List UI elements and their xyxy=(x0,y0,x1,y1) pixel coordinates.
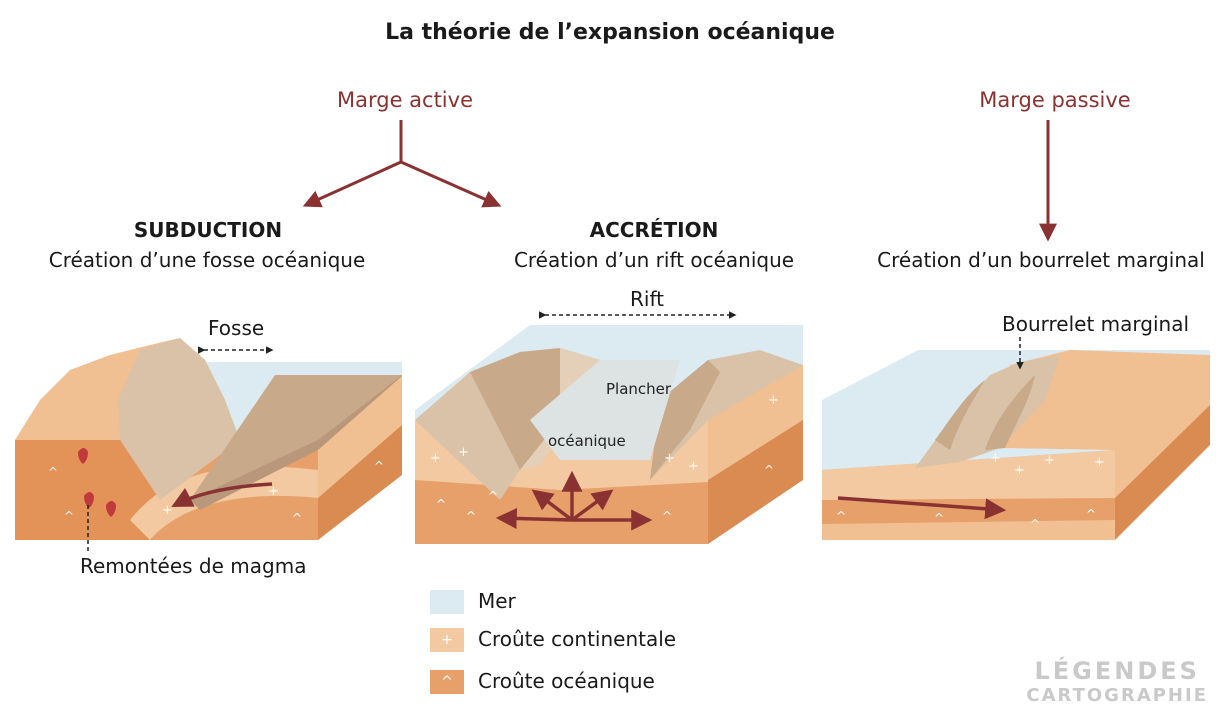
svg-text:+: + xyxy=(458,445,469,460)
svg-text:+: + xyxy=(268,484,279,499)
subduction-heading: SUBDUCTION xyxy=(133,218,283,242)
flow-arrows xyxy=(302,120,1057,242)
svg-text:^: ^ xyxy=(292,511,302,525)
brand-logo: LÉGENDES CARTOGRAPHIE xyxy=(1026,657,1208,706)
legend-label-oceanic: Croûte océanique xyxy=(478,669,655,693)
legend-label-sea: Mer xyxy=(478,589,516,613)
svg-text:+: + xyxy=(1014,463,1025,478)
accretion-heading: ACCRÉTION xyxy=(589,218,719,242)
passive-subtitle: Création d’un bourrelet marginal xyxy=(877,248,1205,272)
svg-text:^: ^ xyxy=(64,509,74,523)
accretion-subtitle: Création d’un rift océanique xyxy=(513,248,795,272)
svg-text:^: ^ xyxy=(836,509,846,523)
subduction-subtitle: Création d’une fosse océanique xyxy=(48,248,366,272)
svg-text:^: ^ xyxy=(1086,507,1096,521)
svg-text:^: ^ xyxy=(466,509,476,523)
fosse-label: Fosse xyxy=(208,316,265,340)
accretion-block: + + + + + ^ ^ ^ ^ ^ xyxy=(415,325,803,544)
svg-text:^: ^ xyxy=(764,463,774,477)
svg-text:^: ^ xyxy=(934,511,944,525)
svg-text:+: + xyxy=(990,451,1001,466)
legend-swatch-continental: + xyxy=(430,628,464,652)
page-title: La théorie de l’expansion océanique xyxy=(385,20,835,45)
svg-text:^: ^ xyxy=(48,465,58,479)
svg-text:^: ^ xyxy=(488,489,498,503)
svg-text:^: ^ xyxy=(374,459,384,473)
svg-text:+: + xyxy=(162,503,173,518)
svg-text:+: + xyxy=(1044,453,1055,468)
svg-text:+: + xyxy=(430,451,441,466)
legend-swatch-sea xyxy=(430,590,464,614)
svg-text:+: + xyxy=(768,393,779,408)
svg-text:+: + xyxy=(688,459,699,474)
legend-label-continental: Croûte continentale xyxy=(478,627,677,651)
floor-label-line1: Plancher xyxy=(606,380,672,398)
svg-text:^: ^ xyxy=(1030,517,1040,531)
svg-text:+: + xyxy=(1094,455,1105,470)
magma-label: Remontées de magma xyxy=(80,554,307,578)
svg-text:^: ^ xyxy=(662,509,672,523)
floor-label-line2: océanique xyxy=(548,432,626,450)
legend-swatch-oceanic: ^ xyxy=(430,670,464,694)
rift-label: Rift xyxy=(630,287,664,311)
passive-margin-label: Marge passive xyxy=(979,88,1131,112)
subduction-block: ^ ^ ^ ^ + + xyxy=(15,338,402,540)
bourrelet-label: Bourrelet marginal xyxy=(1002,312,1190,336)
passive-block: + + + + ^ ^ ^ ^ xyxy=(822,350,1210,540)
svg-text:^: ^ xyxy=(436,497,446,511)
svg-text:+: + xyxy=(664,451,675,466)
active-margin-label: Marge active xyxy=(336,88,473,112)
